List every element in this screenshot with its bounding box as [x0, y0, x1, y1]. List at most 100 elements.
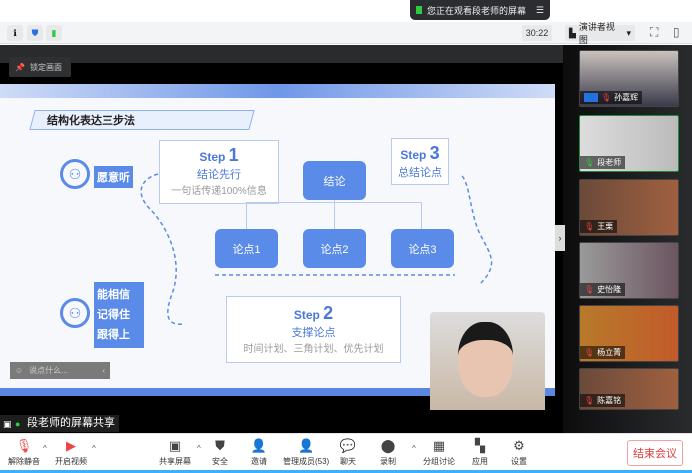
- add-user-icon: 👤: [250, 437, 268, 453]
- chat-icon: 💬: [339, 437, 357, 453]
- slide-top-band: [0, 84, 555, 98]
- share-options-caret[interactable]: ^: [197, 444, 201, 453]
- viewing-notice: 您正在观看段老师的屏幕 ☰: [410, 0, 550, 20]
- shared-slide: 结构化表达三步法 ⚇ 愿意听 ⚇ 能相信 记得住 跟得上 Step 1 结论先行…: [0, 84, 555, 396]
- step-word: Step: [199, 150, 226, 164]
- slide-bottom-band: [0, 388, 555, 396]
- unmute-label: 解除静音: [8, 457, 40, 466]
- step2-title: 支撑论点: [291, 327, 336, 339]
- gear-icon: ⚙: [513, 437, 525, 453]
- unmute-button[interactable]: 🎙 解除静音: [8, 437, 40, 467]
- sidebar-toggle-icon[interactable]: ▯: [673, 25, 680, 39]
- signal-icon[interactable]: ▮: [46, 25, 62, 41]
- audio-options-caret[interactable]: ^: [43, 444, 47, 453]
- tree-connector: [246, 202, 422, 203]
- meeting-timer: 30:22: [522, 25, 552, 41]
- video-label: 开启视频: [55, 457, 87, 466]
- participant-name: 陈嘉铭: [597, 396, 622, 405]
- tree-connector: [334, 199, 335, 229]
- settings-label: 设置: [511, 457, 527, 466]
- point-node: 论点2: [303, 229, 366, 268]
- record-icon: ⬤: [380, 437, 396, 453]
- point-node: 论点3: [391, 229, 454, 268]
- audience-line: 能相信: [97, 289, 130, 301]
- lock-view-button[interactable]: 📌 锁定画面: [9, 57, 71, 77]
- participant-tile[interactable]: 🎙史怡隆: [579, 242, 679, 299]
- step3-title: 总结论点: [398, 167, 442, 179]
- breakout-button[interactable]: ▦分组讨论: [423, 437, 455, 467]
- tree-connector: [246, 202, 247, 230]
- mic-muted-icon: 🎙: [584, 396, 595, 405]
- chat-placeholder: 说点什么...: [29, 366, 68, 375]
- invite-button[interactable]: 👤邀请: [251, 437, 267, 467]
- presenter-video: [430, 312, 545, 410]
- manage-members-button[interactable]: 👤管理成员(53): [283, 437, 329, 467]
- shield-icon[interactable]: ⛊: [27, 25, 43, 41]
- audience-line: 跟得上: [97, 329, 130, 341]
- conclusion-node: 结论: [303, 161, 366, 200]
- chat-input[interactable]: ☺ 说点什么... ‹: [10, 362, 110, 379]
- point-node: 论点1: [215, 229, 278, 268]
- participant-name: 段老师: [597, 158, 622, 167]
- step3-card: Step 3 总结论点: [391, 138, 449, 185]
- audience-label-2: 能相信 记得住 跟得上: [94, 282, 144, 348]
- members-icon: 👤: [298, 437, 315, 453]
- record-options-caret[interactable]: ^: [412, 444, 416, 453]
- participant-tile[interactable]: 🎙杨立菁: [579, 305, 679, 362]
- chat-label: 聊天: [340, 457, 356, 466]
- collapse-icon[interactable]: ‹: [102, 366, 105, 375]
- camera-off-icon: ▶: [66, 437, 76, 453]
- view-mode-label: 演讲者视图: [578, 22, 615, 45]
- view-mode-dropdown[interactable]: ▙演讲者视图 ▾: [565, 22, 635, 45]
- participant-tile[interactable]: 🎙段老师: [579, 115, 679, 172]
- participant-tile[interactable]: 👤🎙孙嘉辉: [579, 50, 679, 107]
- viewing-notice-text: 您正在观看段老师的屏幕: [427, 5, 527, 16]
- mic-muted-icon: 🎙: [15, 437, 33, 453]
- participant-tile[interactable]: 🎙王栗: [579, 179, 679, 236]
- meeting-topbar: ℹ ⛊ ▮ 30:22 ▙演讲者视图 ▾ ⛶ ▯: [0, 22, 692, 45]
- screen-icon: ▣: [3, 418, 12, 429]
- share-screen-icon: ▣: [168, 437, 182, 453]
- apps-button[interactable]: ▚应用: [472, 437, 488, 467]
- record-label: 录制: [380, 457, 396, 466]
- layout-icon: ▙: [569, 27, 576, 38]
- step1-card: Step 1 结论先行 一句话传递100%信息: [159, 140, 279, 204]
- participant-name: 王栗: [597, 222, 614, 231]
- share-label: 共享屏幕: [159, 457, 191, 466]
- step-number: 3: [429, 143, 440, 163]
- meeting-toolbar: [0, 433, 692, 473]
- settings-button[interactable]: ⚙ 设置: [511, 437, 527, 467]
- lock-view-label: 锁定画面: [29, 62, 62, 72]
- mic-icon: ●: [15, 418, 21, 429]
- emoji-icon[interactable]: ☺: [15, 366, 24, 375]
- record-button[interactable]: ⬤ 录制: [380, 437, 396, 467]
- start-video-button[interactable]: ▶ 开启视频: [55, 437, 87, 467]
- end-meeting-button[interactable]: 结束会议: [627, 440, 683, 466]
- security-label: 安全: [212, 457, 228, 466]
- participant-name: 杨立菁: [597, 348, 622, 357]
- apps-icon: ▚: [475, 437, 485, 453]
- window-bottom-stripe: [0, 470, 692, 473]
- participant-name: 史怡隆: [597, 285, 622, 294]
- share-screen-button[interactable]: ▣ 共享屏幕: [159, 437, 191, 467]
- chat-button[interactable]: 💬 聊天: [340, 437, 356, 467]
- shield-icon: ⛊: [215, 437, 225, 453]
- person-icon: ⚇: [60, 159, 90, 189]
- pin-icon: 📌: [15, 62, 25, 72]
- mic-muted-icon: 🎙: [600, 93, 612, 102]
- chevron-down-icon: ▾: [626, 27, 631, 38]
- mic-icon: 🎙: [584, 158, 595, 167]
- step-number: 2: [323, 303, 334, 323]
- audience-label-1: 愿意听: [94, 166, 133, 188]
- video-options-caret[interactable]: ^: [92, 444, 96, 453]
- menu-icon[interactable]: ☰: [535, 4, 544, 15]
- security-button[interactable]: ⛊ 安全: [212, 437, 228, 467]
- participant-tile[interactable]: 🎙陈嘉铭: [579, 368, 679, 410]
- screen-share-icon: [416, 6, 422, 14]
- audience-line: 记得住: [97, 309, 130, 321]
- fullscreen-icon[interactable]: ⛶: [650, 25, 659, 39]
- collapse-sidebar-button[interactable]: ›: [555, 225, 565, 251]
- stage-header: [0, 45, 563, 63]
- mic-muted-icon: 🎙: [584, 348, 595, 357]
- info-icon[interactable]: ℹ: [7, 25, 23, 41]
